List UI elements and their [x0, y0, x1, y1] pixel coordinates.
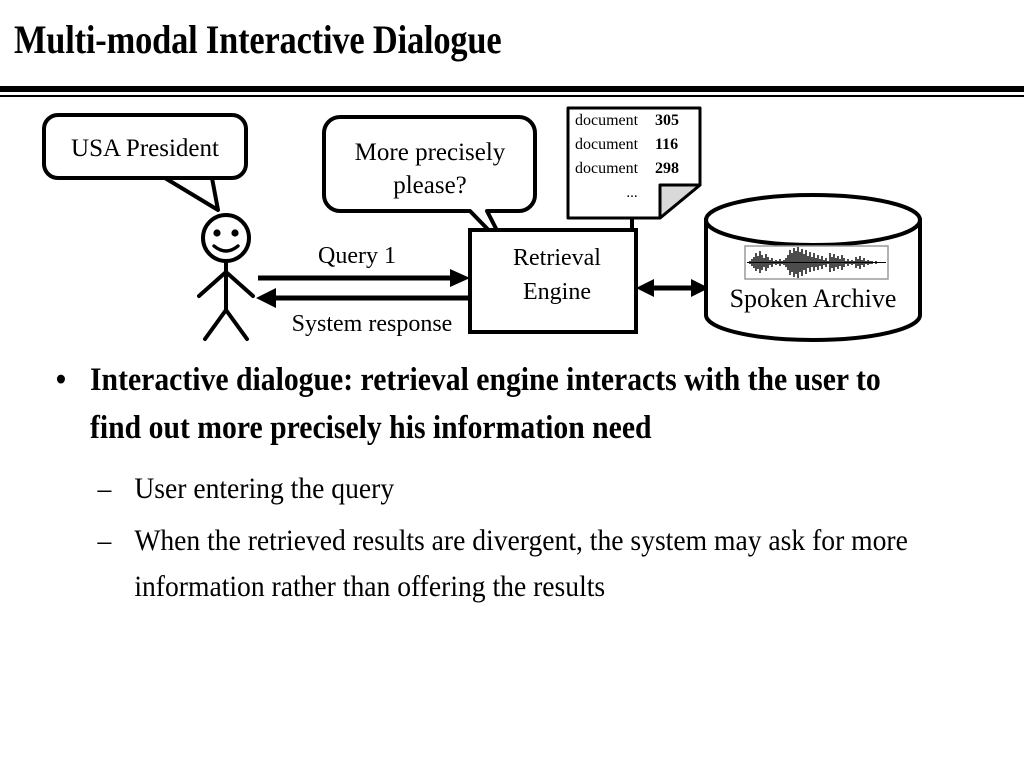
query-arrow: Query 1 — [258, 243, 470, 287]
document-ellipsis: ... — [626, 185, 637, 201]
engine-label-line2: Engine — [523, 279, 591, 305]
sub-bullet-text: When the retrieved results are divergent… — [134, 524, 908, 604]
page-title: Multi-modal Interactive Dialogue — [14, 17, 502, 62]
stick-figure-user — [197, 213, 255, 341]
retrieval-engine-box: Retrieval Engine — [468, 228, 638, 334]
spoken-archive-label: Spoken Archive — [730, 284, 897, 313]
query-arrow-label: Query 1 — [318, 243, 396, 269]
eye-right-icon — [231, 229, 239, 237]
system-response-arrow: System response — [256, 288, 470, 337]
usa-president-bubble-label: USA President — [71, 135, 219, 162]
spoken-archive-cylinder: Spoken Archive — [704, 193, 922, 342]
sub-bullet-text: User entering the query — [134, 472, 395, 506]
speech-waveform — [744, 245, 889, 280]
sub-bullet-marker: – — [97, 524, 112, 558]
document-row: document 116 — [575, 136, 678, 153]
bullet-text: Interactive dialogue: retrieval engine i… — [90, 362, 881, 447]
retrieved-document-note: document 305 document 116 document 298 .… — [566, 106, 702, 220]
eye-left-icon — [213, 229, 221, 237]
slide-title-bar: Multi-modal Interactive Dialogue — [0, 0, 1024, 97]
sub-bullet-item: – When the retrieved results are diverge… — [0, 518, 962, 610]
slide-body: • Interactive dialogue: retrieval engine… — [0, 356, 1024, 610]
usa-president-speech-bubble: USA President — [42, 113, 248, 212]
title-divider-thick — [0, 86, 1024, 92]
bullet-marker: • — [55, 362, 67, 398]
title-divider-thin — [0, 95, 1024, 97]
document-row-label: document — [575, 136, 639, 153]
bullet-item: • Interactive dialogue: retrieval engine… — [0, 356, 900, 452]
smile-icon — [212, 244, 240, 253]
document-row-label: document — [575, 160, 639, 177]
system-response-arrow-label: System response — [292, 311, 453, 337]
dialogue-architecture-diagram: USA President More precisely please? doc… — [0, 100, 1024, 350]
engine-label-line1: Retrieval — [513, 245, 601, 271]
system-bubble-line1: More precisely — [355, 139, 506, 166]
document-row: document 298 — [575, 160, 679, 177]
engine-archive-arrow — [636, 279, 709, 297]
document-row-label: document — [575, 112, 639, 129]
sub-bullet-item: – User entering the query — [0, 466, 962, 512]
document-row-value: 116 — [655, 136, 678, 153]
document-row-value: 298 — [655, 160, 679, 177]
document-row-value: 305 — [655, 112, 679, 129]
more-precisely-speech-bubble: More precisely please? — [322, 115, 537, 250]
sub-bullet-marker: – — [97, 472, 112, 506]
document-row: document 305 — [575, 112, 679, 129]
system-bubble-line2: please? — [393, 172, 467, 199]
